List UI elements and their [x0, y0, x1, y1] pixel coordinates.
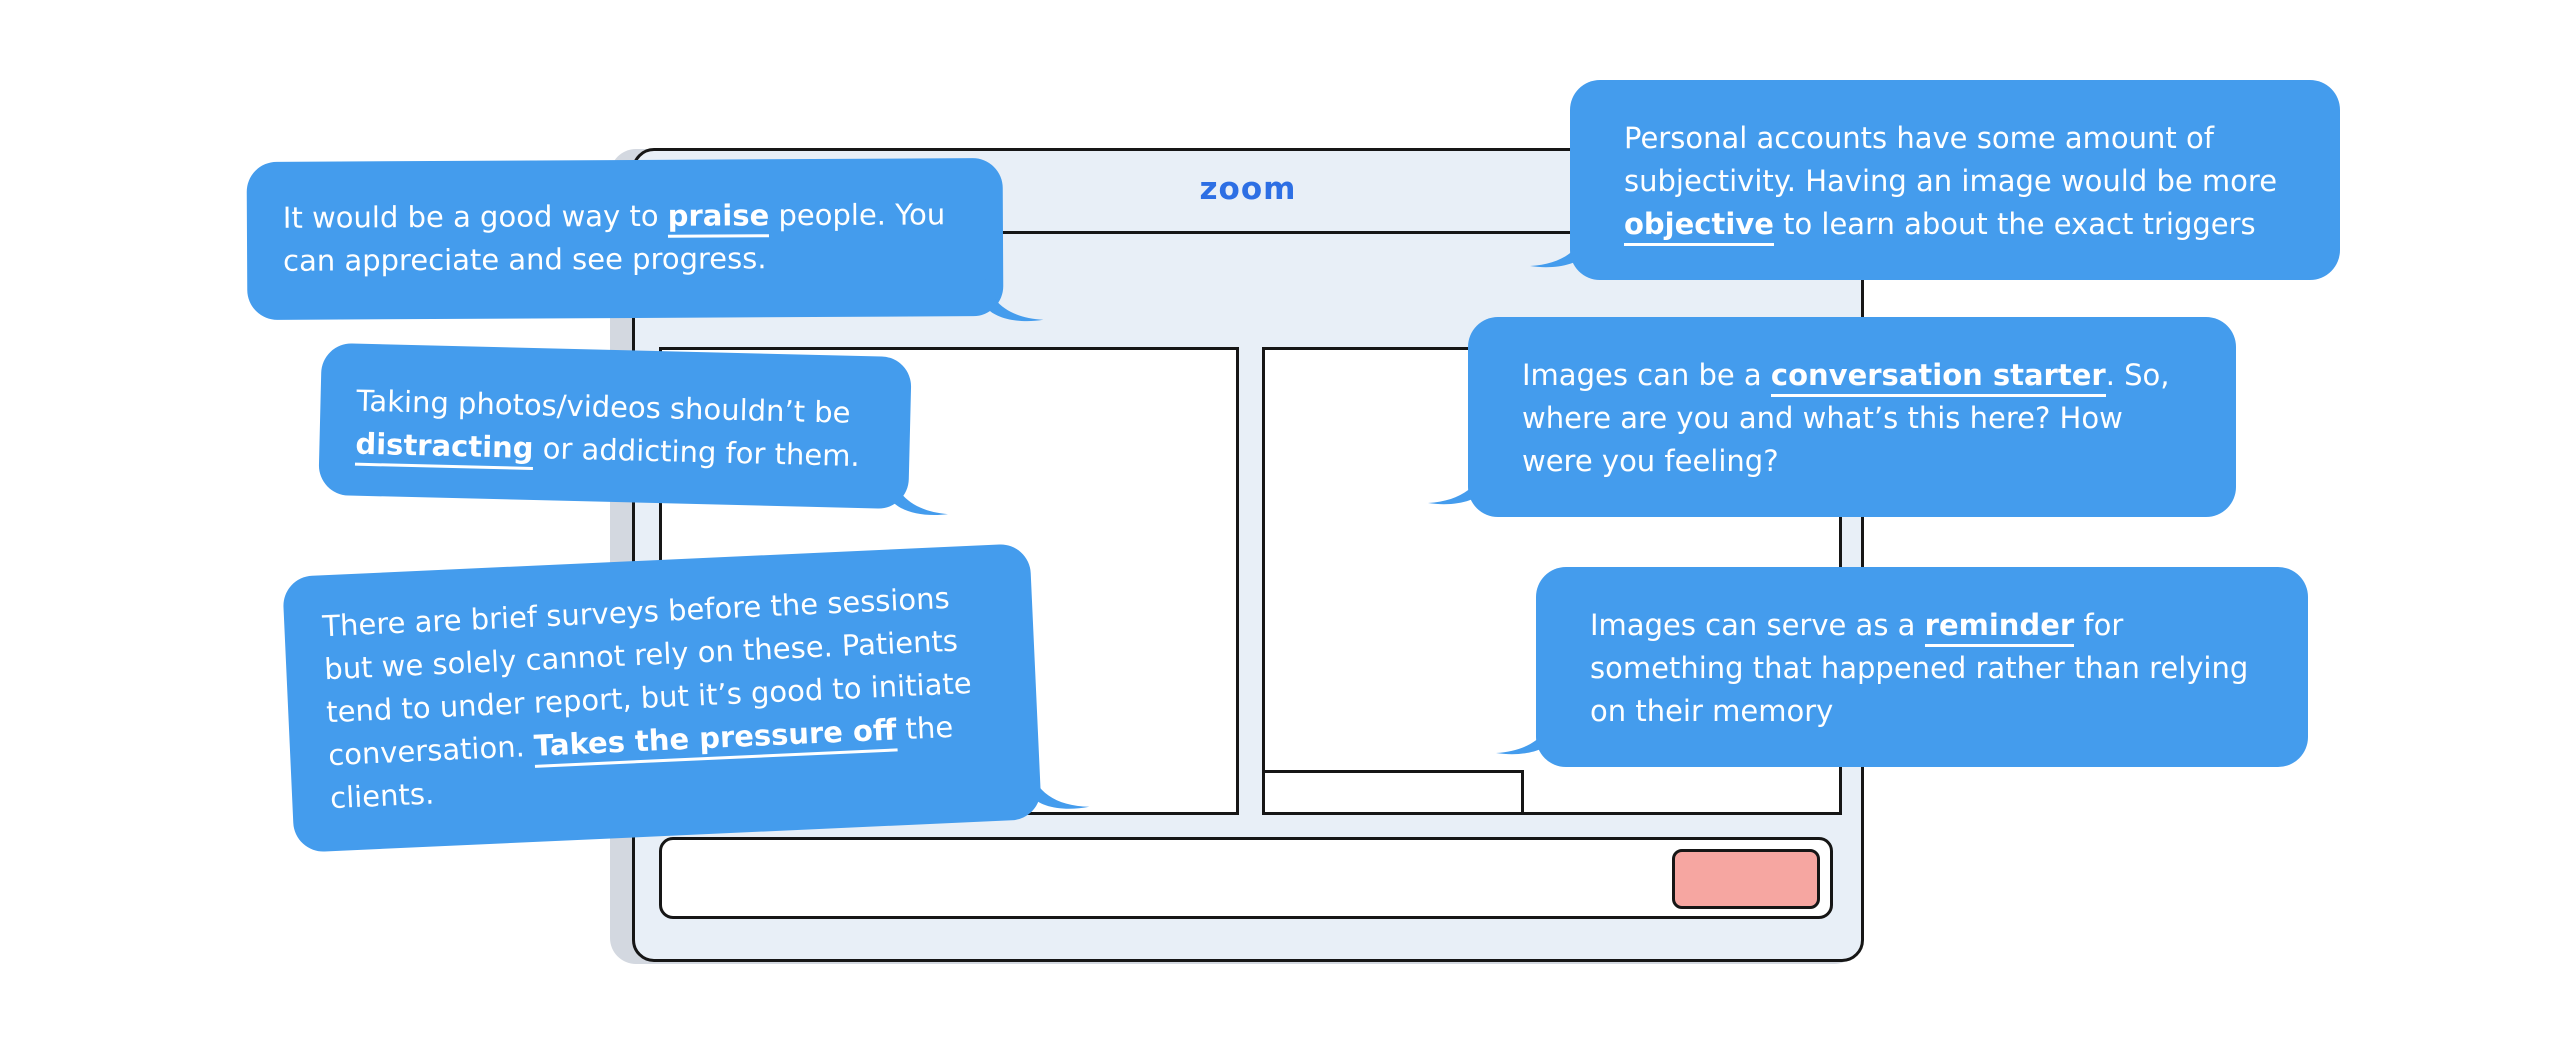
end-call-button[interactable]: [1672, 849, 1820, 909]
quote-text: It would be a good way to praise people.…: [282, 197, 946, 278]
quote-keyword: distracting: [354, 426, 534, 471]
quote-text: Images can be a conversation starter. So…: [1522, 358, 2170, 478]
bubble-tail: [985, 276, 1044, 322]
quote-keyword: reminder: [1924, 608, 2075, 647]
quote-keyword: conversation starter: [1770, 358, 2106, 397]
quote-bubble-praise: It would be a good way to praise people.…: [246, 158, 1044, 322]
quote-bubble-pressure: There are brief surveys before the sessi…: [282, 543, 1090, 853]
bubble-tail: [890, 468, 948, 515]
zoom-logo: zoom: [1199, 171, 1297, 207]
bubble-tail: [1029, 765, 1090, 809]
window-header: zoom: [635, 151, 1861, 234]
bubble-tail: [1428, 459, 1486, 505]
control-bar: [659, 837, 1833, 919]
quote-keyword: objective: [1624, 207, 1774, 246]
quote-bubble-conversation-starter: Images can be a conversation starter. So…: [1428, 317, 2236, 517]
quote-text: Taking photos/videos shouldn’t be distra…: [354, 383, 861, 473]
quote-keyword: praise: [667, 198, 770, 238]
quote-keyword: Takes the pressure off: [533, 712, 898, 768]
self-view-tile: [1262, 770, 1524, 815]
bubble-tail: [1530, 222, 1588, 268]
quote-bubble-distracting: Taking photos/videos shouldn’t be distra…: [318, 342, 948, 515]
quote-bubble-reminder: Images can serve as a reminder for somet…: [1496, 567, 2308, 767]
bubble-tail: [1496, 709, 1554, 755]
quote-text: Images can serve as a reminder for somet…: [1590, 608, 2249, 728]
quote-text: There are brief surveys before the sessi…: [321, 580, 973, 816]
quote-bubble-objective: Personal accounts have some amount of su…: [1530, 80, 2340, 280]
quote-text: Personal accounts have some amount of su…: [1624, 117, 2286, 246]
